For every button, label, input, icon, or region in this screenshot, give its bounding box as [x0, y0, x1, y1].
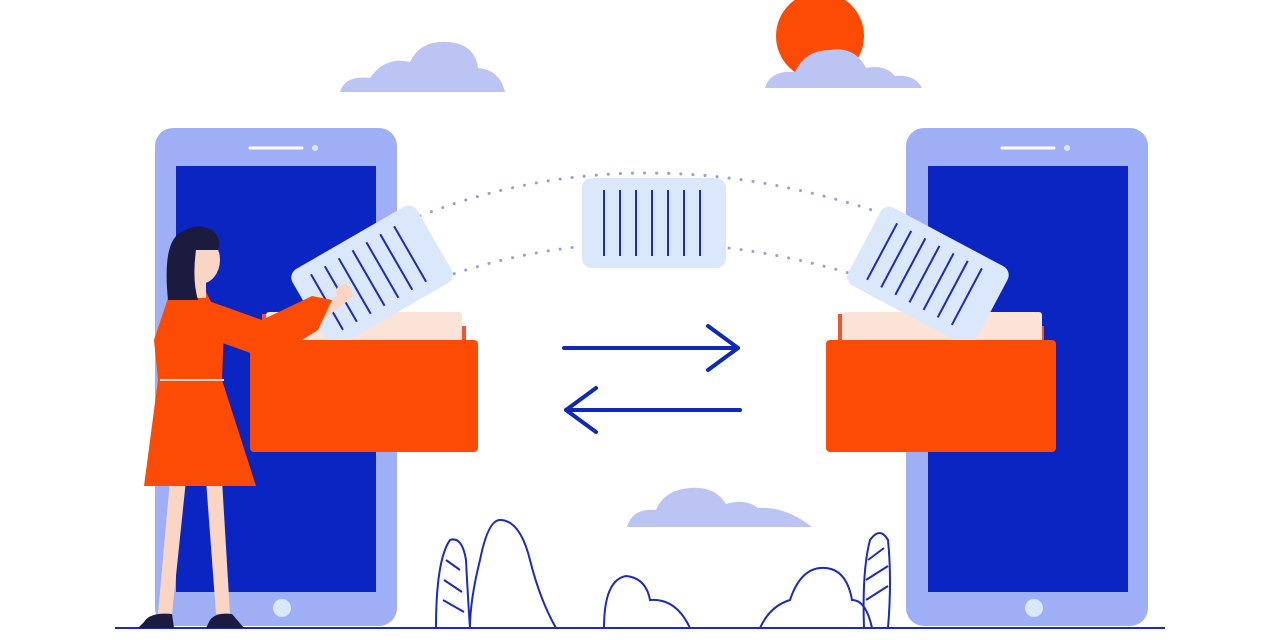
transfer-arrows-icon	[562, 324, 742, 434]
person-figure	[138, 226, 354, 628]
folder-icon	[826, 206, 1056, 452]
plant-icon	[759, 532, 891, 629]
plant-icon	[603, 574, 691, 629]
document-icon	[582, 178, 726, 268]
folder-icon	[250, 205, 478, 452]
document-icon	[847, 206, 1009, 346]
cloud-icon	[765, 49, 922, 88]
plant-icon	[435, 518, 557, 629]
cloud-icon	[627, 487, 812, 527]
cloud-icon	[340, 41, 505, 92]
